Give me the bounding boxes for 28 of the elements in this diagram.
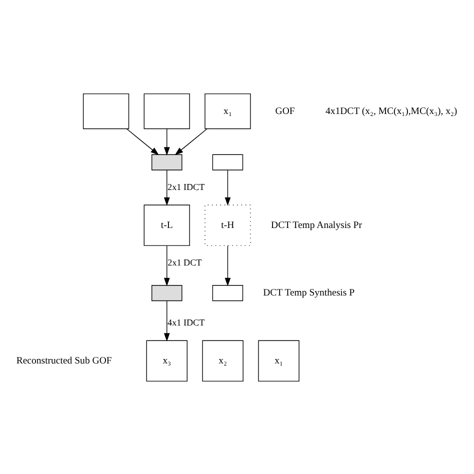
node-box bbox=[143, 92, 190, 129]
arrow bbox=[163, 244, 170, 286]
arrow bbox=[163, 169, 170, 206]
arrow bbox=[163, 300, 170, 342]
node-box: t-L bbox=[143, 204, 190, 246]
node-box: t-H bbox=[204, 204, 250, 246]
node-box: x₂ bbox=[202, 340, 243, 382]
arrow bbox=[126, 128, 158, 155]
label: GOF bbox=[274, 105, 294, 116]
node-box: x₁ bbox=[258, 340, 299, 382]
label: Reconstructed Sub GOF bbox=[16, 355, 112, 366]
arrow bbox=[224, 169, 230, 206]
node-box bbox=[151, 154, 182, 170]
label: DCT Temp Synthesis P bbox=[262, 287, 354, 298]
node-box: x₁ bbox=[204, 92, 250, 129]
arrow bbox=[224, 244, 230, 286]
node-box bbox=[212, 154, 243, 170]
edge-label: 2x1 IDCT bbox=[167, 181, 204, 192]
edge-label: 4x1 IDCT bbox=[167, 317, 204, 328]
node-box bbox=[212, 284, 243, 301]
arrow bbox=[163, 128, 170, 156]
arrow bbox=[174, 128, 207, 155]
edge-label: 2x1 DCT bbox=[167, 256, 202, 267]
node-box bbox=[151, 284, 182, 301]
node-box bbox=[82, 92, 129, 129]
label: DCT Temp Analysis Pr bbox=[270, 219, 362, 230]
node-box: x₃ bbox=[146, 340, 187, 382]
label: 4x1DCT (x₂, MC(x₁),MC(x₃), x₂) bbox=[324, 105, 457, 116]
